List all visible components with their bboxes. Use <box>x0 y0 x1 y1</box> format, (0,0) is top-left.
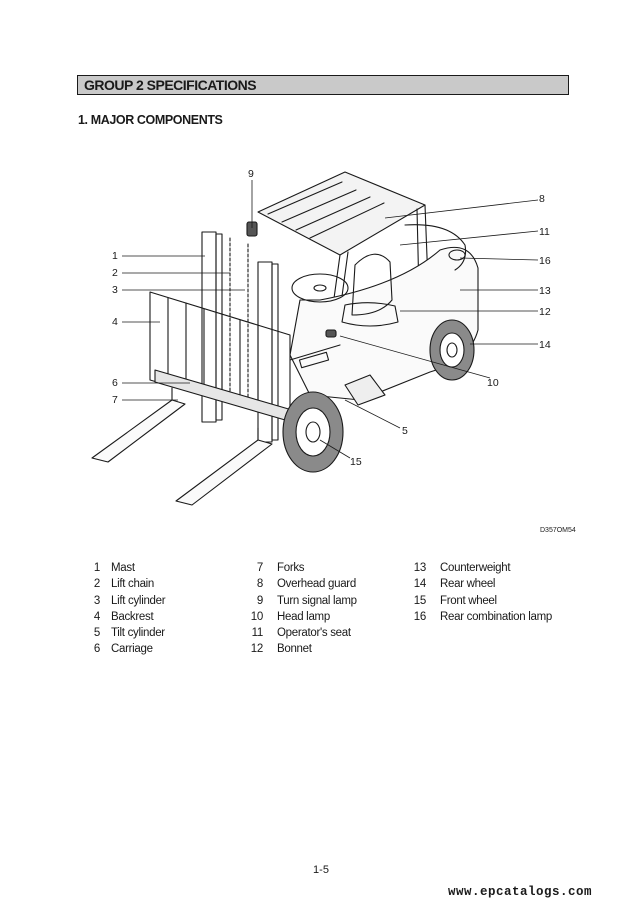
page-number: 1-5 <box>313 864 329 876</box>
legend-num: 4 <box>93 610 100 623</box>
legend-name: Rear wheel <box>440 578 496 591</box>
callout-4: 4 <box>112 316 118 328</box>
section-title: 1. MAJOR COMPONENTS <box>78 113 223 127</box>
callout-12: 12 <box>539 306 551 318</box>
legend-num: 3 <box>93 594 100 607</box>
callout-10: 10 <box>487 377 499 389</box>
legend-name: Lift cylinder <box>111 594 166 607</box>
callout-15: 15 <box>350 456 362 468</box>
legend-num: 2 <box>93 578 100 591</box>
callout-13: 13 <box>539 285 551 297</box>
fork-left <box>91 399 186 463</box>
callout-8: 8 <box>539 193 545 205</box>
callout-7: 7 <box>112 394 118 406</box>
legend-name: Mast <box>111 562 135 574</box>
callout-11: 11 <box>539 226 550 238</box>
fork-right <box>175 439 273 506</box>
legend-name: Lift chain <box>111 578 155 591</box>
callout-2: 2 <box>112 267 118 279</box>
legend-name: Forks <box>277 562 305 574</box>
legend-num: 10 <box>250 610 264 623</box>
legend-num: 1 <box>93 562 100 574</box>
callout-3: 3 <box>112 284 118 296</box>
group-header-bar: GROUP 2 SPECIFICATIONS <box>77 75 569 95</box>
legend-num: 7 <box>256 562 263 574</box>
legend-name: Operator's seat <box>277 627 351 640</box>
legend-num: 9 <box>256 594 263 607</box>
callout-9: 9 <box>248 168 254 180</box>
figure-code: D357OM54 <box>540 527 576 534</box>
legend-num: 6 <box>93 643 100 656</box>
legend-num: 14 <box>413 578 427 591</box>
legend-name: Overhead guard <box>277 578 356 591</box>
legend-num: 16 <box>413 610 427 623</box>
legend-num: 8 <box>256 578 263 591</box>
callout-1: 1 <box>112 250 118 262</box>
legend-name: Tilt cylinder <box>111 627 165 640</box>
watermark-url[interactable]: www.epcatalogs.com <box>447 885 592 899</box>
callout-16: 16 <box>539 255 551 267</box>
overhead-guard-roof <box>257 171 426 256</box>
group-title: GROUP 2 SPECIFICATIONS <box>84 77 257 93</box>
legend-name: Counterweight <box>440 562 511 574</box>
legend-name: Rear combination lamp <box>440 610 552 623</box>
legend-name: Turn signal lamp <box>277 594 357 607</box>
legend-name: Front wheel <box>440 594 497 607</box>
legend-name: Backrest <box>111 610 154 623</box>
legend-num: 12 <box>250 643 264 656</box>
legend-num: 11 <box>251 627 264 640</box>
callout-5: 5 <box>402 425 408 437</box>
callout-6: 6 <box>112 377 118 389</box>
legend-num: 5 <box>93 627 100 640</box>
legend-num: 15 <box>413 594 427 607</box>
callout-14: 14 <box>539 339 551 351</box>
legend-name: Head lamp <box>277 610 330 623</box>
legend-name: Carriage <box>111 643 153 656</box>
legend-name: Bonnet <box>277 643 312 656</box>
legend-num: 13 <box>413 562 427 574</box>
